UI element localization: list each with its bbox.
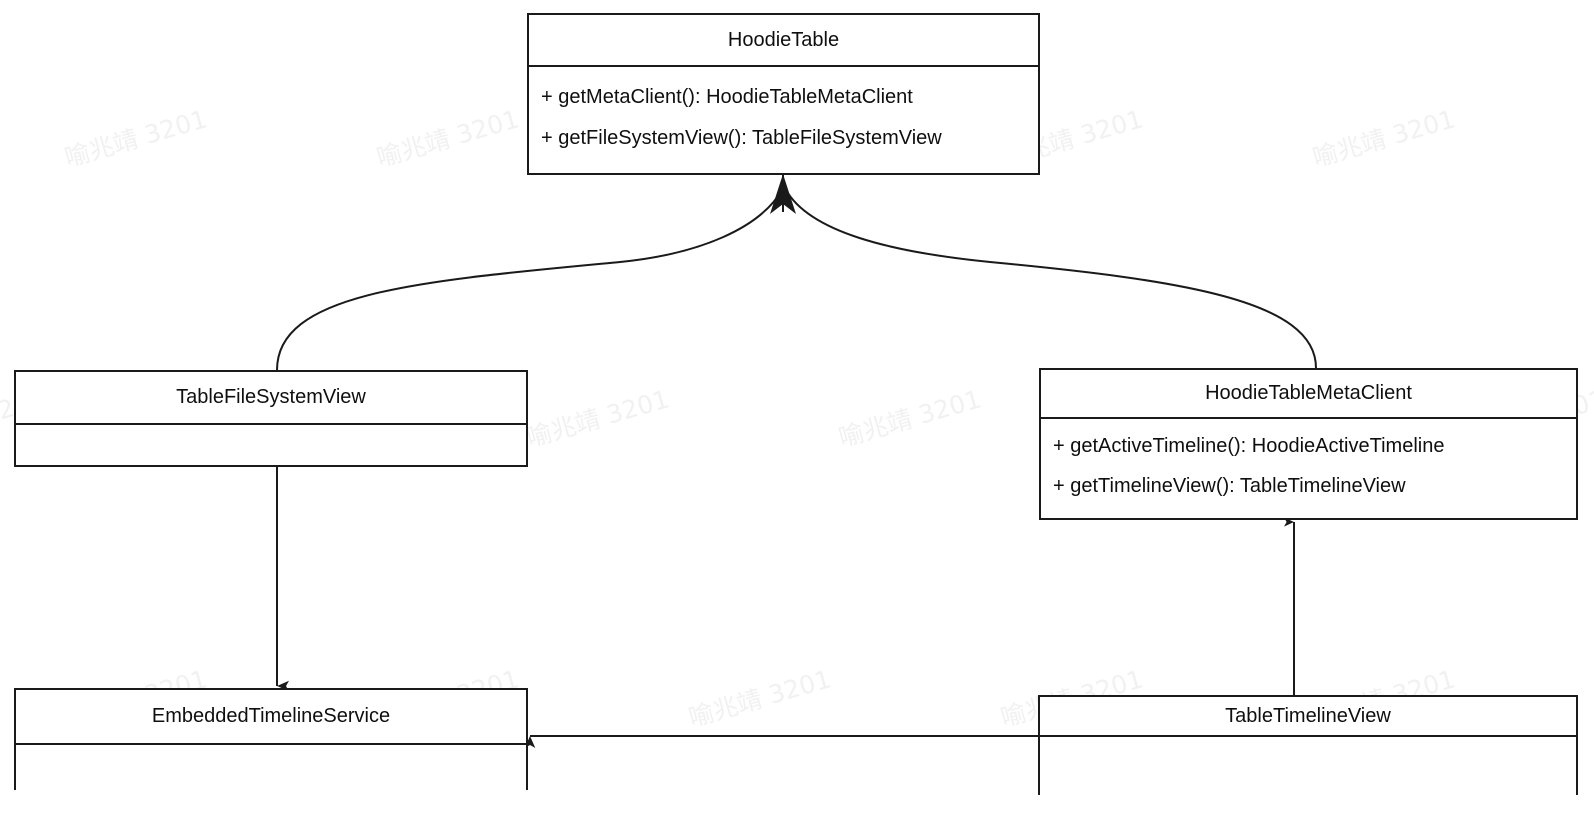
watermark-text: 喻兆靖 3201 xyxy=(523,384,673,453)
class-member: + getFileSystemView(): TableFileSystemVi… xyxy=(541,127,942,149)
class-box-embedded-timeline-service[interactable]: EmbeddedTimelineService xyxy=(14,688,528,790)
watermark-text: 喻兆靖 3201 xyxy=(61,104,211,173)
arrowhead-into-hoodietable xyxy=(770,174,796,214)
class-name-embedded-timeline-service: EmbeddedTimelineService xyxy=(16,690,526,745)
class-box-hoodie-table[interactable]: HoodieTable + getMetaClient(): HoodieTab… xyxy=(527,13,1040,175)
class-members-hoodie-table-meta-client: + getActiveTimeline(): HoodieActiveTimel… xyxy=(1041,419,1576,518)
class-name-table-timeline-view: TableTimelineView xyxy=(1040,697,1576,737)
class-box-table-timeline-view[interactable]: TableTimelineView xyxy=(1038,695,1578,795)
class-members-embedded-timeline-service xyxy=(16,745,526,790)
class-members-hoodie-table: + getMetaClient(): HoodieTableMetaClient… xyxy=(529,67,1038,173)
class-box-hoodie-table-meta-client[interactable]: HoodieTableMetaClient + getActiveTimelin… xyxy=(1039,368,1578,520)
class-members-table-file-system-view xyxy=(16,425,526,465)
class-member: + getTimelineView(): TableTimelineView xyxy=(1053,474,1406,497)
edge-hoodietablemetaclient-to-hoodietable xyxy=(785,189,1317,369)
class-box-table-file-system-view[interactable]: TableFileSystemView xyxy=(14,370,528,467)
watermark-text: 喻兆靖 3201 xyxy=(373,104,523,173)
watermark-text: 喻兆靖 3201 xyxy=(685,664,835,733)
class-members-table-timeline-view xyxy=(1040,737,1576,795)
watermark-text: 喻兆靖 3201 xyxy=(835,384,985,453)
class-member: + getMetaClient(): HoodieTableMetaClient xyxy=(541,86,913,108)
class-name-hoodie-table-meta-client: HoodieTableMetaClient xyxy=(1041,370,1576,419)
class-name-table-file-system-view: TableFileSystemView xyxy=(16,372,526,425)
class-member: + getActiveTimeline(): HoodieActiveTimel… xyxy=(1053,435,1445,458)
edge-tablefilesystemview-to-hoodietable xyxy=(276,189,783,371)
watermark-text: 喻兆靖 3201 xyxy=(1309,104,1459,173)
class-name-hoodie-table: HoodieTable xyxy=(529,15,1038,67)
